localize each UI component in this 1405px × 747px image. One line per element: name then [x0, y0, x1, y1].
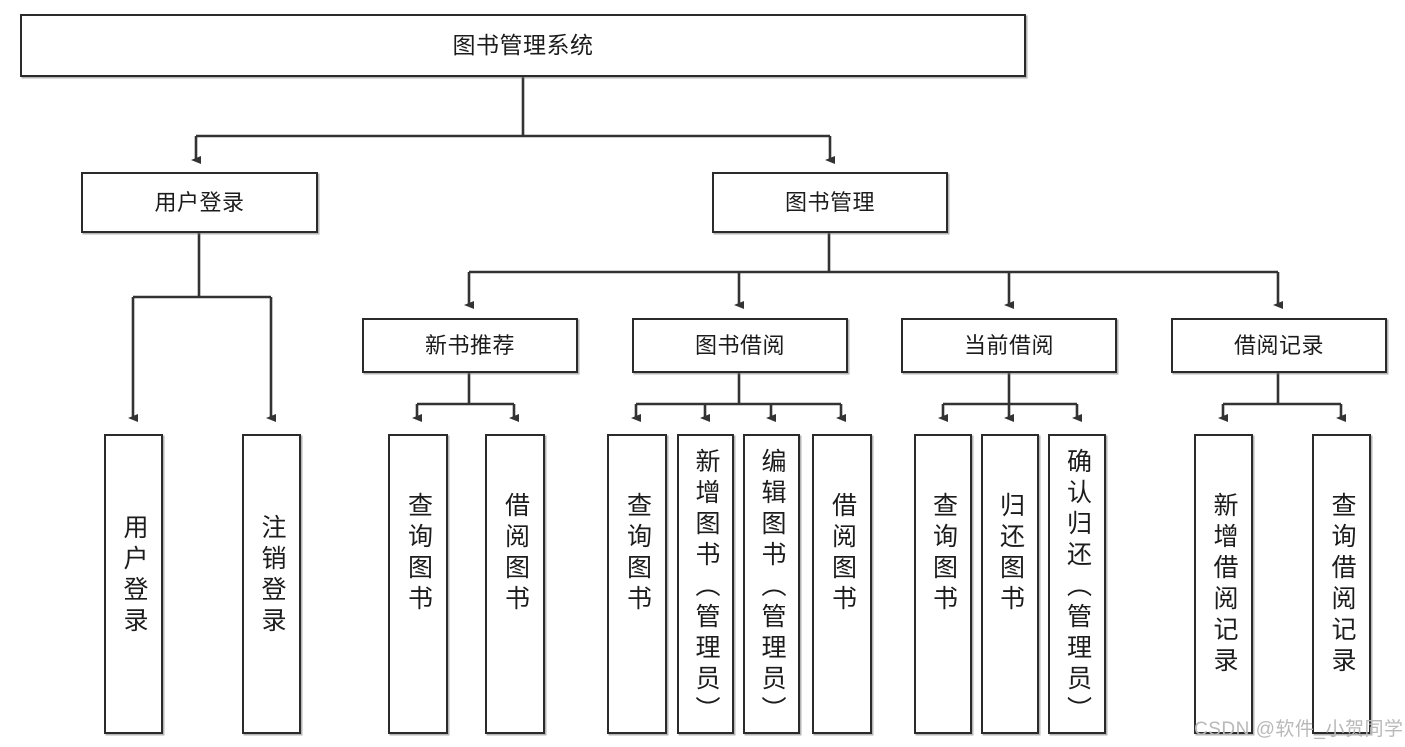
- node-label: 用户登录: [154, 189, 245, 215]
- node-label: 图书管理: [784, 189, 875, 215]
- node-label: 借阅图书: [828, 492, 857, 616]
- leaf-edit-book-admin[interactable]: 编辑图书（管理员）: [743, 434, 800, 734]
- node-label: 图书管理系统: [452, 31, 594, 58]
- node-borrow-record[interactable]: 借阅记录: [1171, 318, 1387, 373]
- node-label: 查询图书: [623, 492, 652, 616]
- leaf-user-login[interactable]: 用户登录: [104, 434, 163, 734]
- leaf-borrow-book[interactable]: 借阅图书: [812, 434, 872, 734]
- node-user-login[interactable]: 用户登录: [81, 172, 318, 233]
- node-label: 查询借阅记录: [1328, 492, 1356, 678]
- leaf-query-book-current[interactable]: 查询图书: [914, 434, 972, 734]
- node-label: 新书推荐: [424, 332, 515, 358]
- leaf-logout-login[interactable]: 注销登录: [242, 434, 301, 734]
- leaf-borrow-book-recommend[interactable]: 借阅图书: [485, 434, 545, 734]
- node-label: 借阅图书: [501, 492, 530, 616]
- leaf-confirm-return-admin[interactable]: 确认归还（管理员）: [1048, 434, 1106, 734]
- leaf-query-book-recommend[interactable]: 查询图书: [388, 434, 448, 734]
- node-label: 借阅记录: [1233, 332, 1324, 358]
- node-label: 图书借阅: [694, 332, 785, 358]
- leaf-query-book-borrow[interactable]: 查询图书: [607, 434, 667, 734]
- node-new-book-recommend[interactable]: 新书推荐: [362, 318, 578, 373]
- node-book-management-system[interactable]: 图书管理系统: [20, 14, 1026, 77]
- watermark: CSDN @软件_小贺同学: [1194, 719, 1404, 740]
- leaf-add-book-admin[interactable]: 新增图书（管理员）: [677, 434, 734, 734]
- node-label: 确认归还（管理员）: [1063, 448, 1092, 727]
- node-label: 用户登录: [120, 514, 148, 638]
- node-label: 查询图书: [929, 492, 958, 616]
- node-book-management[interactable]: 图书管理: [712, 172, 948, 233]
- leaf-add-borrow-record[interactable]: 新增借阅记录: [1194, 434, 1253, 734]
- node-current-borrow[interactable]: 当前借阅: [901, 318, 1117, 373]
- node-label: 当前借阅: [963, 332, 1054, 358]
- node-label: 新增借阅记录: [1210, 492, 1238, 678]
- node-label: 查询图书: [404, 492, 433, 616]
- node-label: 注销登录: [258, 514, 286, 638]
- leaf-return-book[interactable]: 归还图书: [981, 434, 1039, 734]
- leaf-query-borrow-record[interactable]: 查询借阅记录: [1312, 434, 1371, 734]
- node-label: 归还图书: [996, 492, 1025, 616]
- node-label: 新增图书（管理员）: [692, 448, 720, 727]
- node-label: 编辑图书（管理员）: [758, 448, 786, 727]
- node-book-borrow[interactable]: 图书借阅: [632, 318, 848, 373]
